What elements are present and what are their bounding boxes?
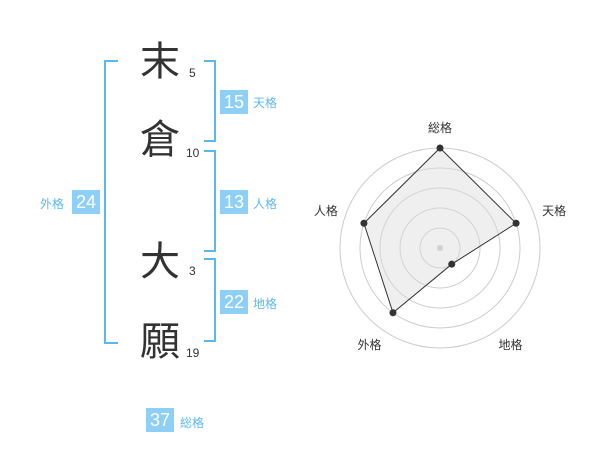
chikaku-bracket [204, 258, 216, 342]
stroke-count-4: 19 [186, 346, 200, 360]
tenkaku-bracket [204, 60, 216, 142]
radar-axis-label-2: 天格 [542, 203, 566, 218]
radar-axis-label-5: 人格 [314, 203, 338, 218]
radar-ring-1 [419, 227, 461, 269]
tenkaku-value: 15 [220, 90, 248, 114]
jinkaku-value: 13 [220, 190, 248, 214]
gaikaku-bracket [104, 60, 118, 344]
tenkaku-label: 天格 [253, 96, 278, 110]
radar-point-2 [512, 219, 520, 227]
gaikaku-label: 外格 [40, 197, 65, 211]
stroke-count-2: 10 [186, 146, 200, 160]
name-char-3: 大 [140, 239, 180, 285]
radar-point-4 [389, 309, 397, 317]
gaikaku-value: 24 [72, 190, 100, 214]
name-char-2: 倉 [140, 117, 180, 163]
radar-axis-label-4: 外格 [357, 337, 381, 352]
name-char-4: 願 [140, 319, 180, 365]
soukaku-label: 総格 [180, 416, 205, 430]
name-char-1: 末 [140, 39, 180, 85]
radar-ring-4 [359, 167, 521, 329]
soukaku-value: 37 [146, 408, 174, 432]
jinkaku-label: 人格 [253, 197, 278, 211]
radar-center [437, 245, 443, 251]
radar-point-5 [360, 219, 368, 227]
radar-ring-2 [399, 207, 481, 289]
radar-point-3 [448, 260, 456, 268]
stroke-count-3: 3 [189, 264, 196, 278]
stroke-count-1: 5 [189, 66, 196, 80]
radar-axis-label-1: 総格 [428, 120, 452, 135]
radar-point-1 [436, 144, 444, 152]
radar-axis-label-3: 地格 [499, 337, 523, 352]
radar-polygon [363, 147, 517, 314]
jinkaku-bracket [204, 150, 216, 252]
chikaku-label: 地格 [253, 297, 278, 311]
radar-ring-3 [379, 187, 501, 309]
chikaku-value: 22 [220, 290, 248, 314]
